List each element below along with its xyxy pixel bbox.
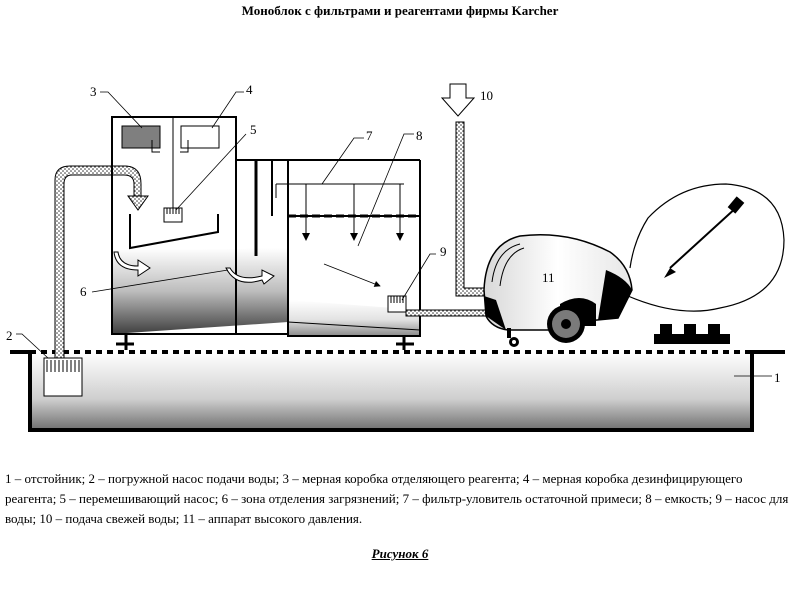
label-1: 1 (774, 370, 781, 385)
residual-filter (275, 183, 420, 241)
separating-reagent-box (121, 125, 161, 153)
label-2: 2 (6, 328, 13, 343)
spray-lance (664, 196, 745, 278)
storage-tank (271, 159, 421, 350)
label-5: 5 (250, 122, 257, 137)
flow-arrow-icon (225, 267, 275, 285)
vehicle-support (654, 324, 730, 344)
water-pump (387, 295, 407, 313)
figure-caption: Рисунок 6 (371, 546, 429, 561)
mixing-pump (163, 207, 183, 223)
submersible-pump (43, 357, 83, 397)
high-pressure-machine (483, 233, 633, 347)
legend-text: 1 – отстойник; 2 – погружной насос подач… (5, 471, 789, 526)
leader-lines (16, 91, 772, 377)
label-8: 8 (416, 128, 423, 143)
fresh-water-supply (440, 83, 487, 297)
settling-tank (10, 350, 785, 432)
flow-arrow-icon (113, 251, 151, 277)
karcher-monoblock-diagram: 3 4 5 6 7 8 9 10 11 2 1 (6, 82, 785, 432)
label-4: 4 (246, 82, 253, 97)
high-pressure-hose (627, 183, 785, 312)
label-7: 7 (366, 128, 373, 143)
label-6: 6 (80, 284, 87, 299)
supply-arrow-icon (127, 195, 149, 211)
label-3: 3 (90, 84, 97, 99)
monoblock-left (111, 116, 289, 350)
label-11: 11 (542, 270, 555, 285)
pressure-pipe (405, 309, 487, 317)
label-10: 10 (480, 88, 493, 103)
diagram-title: Моноблок с фильтрами и реагентами фирмы … (241, 3, 559, 18)
inclined-plate (129, 214, 219, 250)
label-9: 9 (440, 244, 447, 259)
disinfecting-reagent-box (180, 125, 220, 153)
